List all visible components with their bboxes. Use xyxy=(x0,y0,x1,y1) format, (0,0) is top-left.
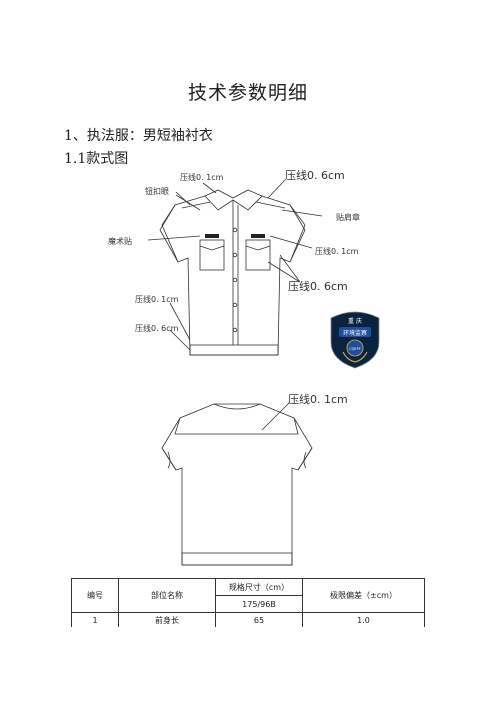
left-epaulette xyxy=(181,201,211,209)
table-header: 部位名称 xyxy=(118,578,216,613)
badge-text: 环境监察 xyxy=(343,329,367,337)
left-pocket xyxy=(199,239,225,271)
table-cell: 65 xyxy=(215,612,303,627)
badge-text: 重 庆 xyxy=(348,317,362,325)
table-cell: 前身长 xyxy=(118,612,216,627)
stitch-label: 压线0. 6cm xyxy=(135,324,179,333)
back-hem-band xyxy=(181,552,293,566)
name-tag xyxy=(251,234,265,238)
right-epaulette xyxy=(255,201,286,209)
stitch-label: 压线0. 6cm xyxy=(288,280,348,293)
table-header: 规格尺寸（cm） xyxy=(215,578,303,596)
table-header: 极限偏差（±cm） xyxy=(302,578,425,613)
subsection-heading: 1.1款式图 xyxy=(64,151,129,167)
table-cell: 1.0 xyxy=(302,612,425,627)
table-row: 1 前身长 65 1.0 xyxy=(71,612,425,627)
back-body-outline xyxy=(161,403,313,566)
button xyxy=(232,277,238,283)
section-heading: 1、执法服：男短袖衬衣 xyxy=(64,128,213,144)
stitch-label: 压线0. 1cm xyxy=(288,393,348,406)
button xyxy=(232,227,238,233)
right-sleeve-cuff xyxy=(297,447,313,471)
button xyxy=(232,252,238,258)
collar xyxy=(204,189,263,211)
emblem-badge: 重 庆 环境监察 CQEPF xyxy=(330,311,380,369)
velcro-label: 魔术贴 xyxy=(108,237,132,246)
spec-table: 编号 部位名称 规格尺寸（cm） 极限偏差（±cm） 175/96B 1 前身长… xyxy=(71,578,425,627)
button-loop-label: 钮扣眼 xyxy=(145,187,169,196)
velcro-patch xyxy=(205,234,219,238)
button xyxy=(232,327,238,333)
back-yoke xyxy=(174,417,299,435)
table-header: 编号 xyxy=(71,578,119,613)
document-title: 技术参数明细 xyxy=(187,82,308,104)
stitch-label: 压线0. 1cm xyxy=(180,173,224,182)
right-pocket xyxy=(245,239,271,271)
badge-text: CQEPF xyxy=(349,347,361,351)
epaulette-label: 贴肩章 xyxy=(336,213,360,222)
stitch-label: 压线0. 1cm xyxy=(135,295,179,304)
stitch-label: 压线0. 1cm xyxy=(315,247,359,256)
left-sleeve xyxy=(161,204,179,263)
left-sleeve-cuff xyxy=(161,447,177,471)
table-header: 175/96B xyxy=(215,595,303,613)
button xyxy=(232,302,238,308)
stitch-label: 压线0. 6cm xyxy=(285,169,345,182)
table-cell: 1 xyxy=(71,612,119,627)
